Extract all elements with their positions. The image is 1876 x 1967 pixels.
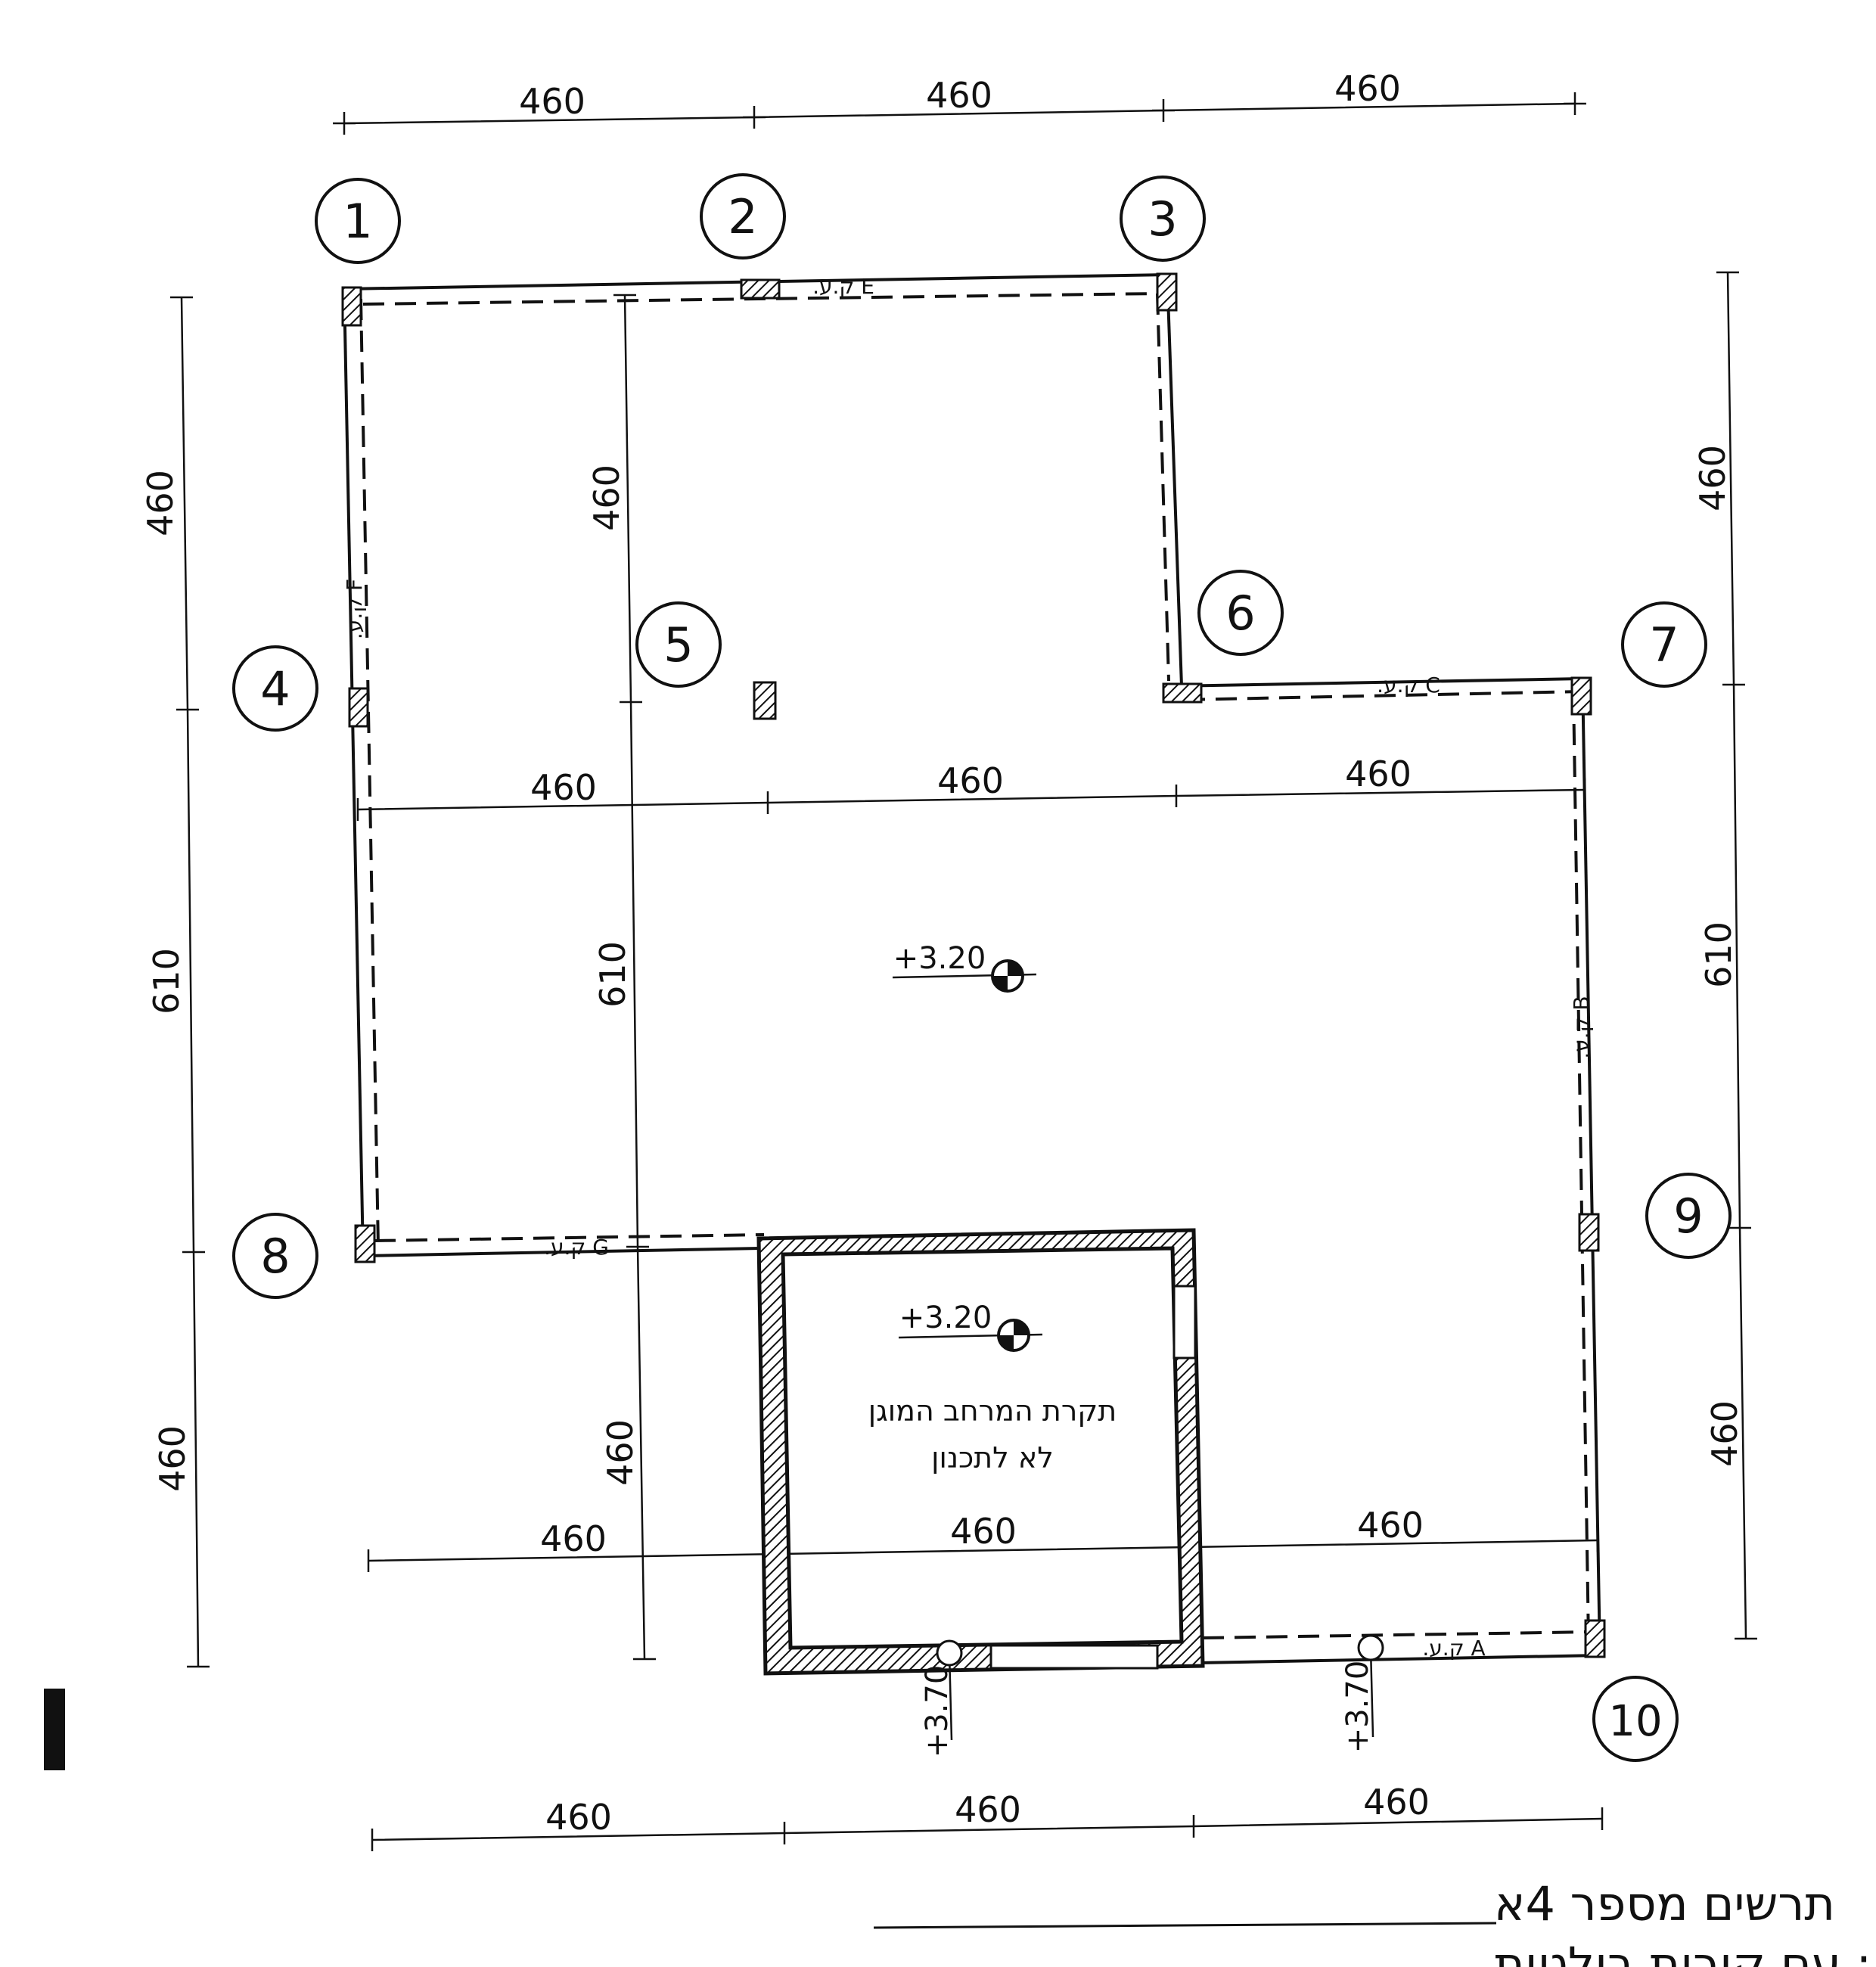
svg-text:7: 7 (1649, 617, 1679, 673)
svg-text:3: 3 (1148, 191, 1177, 247)
margin-mark (44, 1689, 65, 1770)
dim-top-2: 460 (926, 75, 992, 116)
dim-middle-3: 460 (1345, 754, 1412, 794)
title-line1: תרשים מספר 4א (1494, 1876, 1835, 1931)
column-2 (740, 278, 781, 300)
grid-marker-8: 8 (232, 1213, 318, 1299)
column-7 (1570, 676, 1592, 716)
dim-bottom-3: 460 (1363, 1782, 1430, 1823)
svg-text:+3.20: +3.20 (899, 1300, 992, 1335)
top-dimension-chain: 460 460 460 (333, 68, 1586, 135)
bottom-dimension-chain: 460 460 460 (371, 1782, 1604, 1851)
dim-left-outer-2: 610 (146, 948, 187, 1015)
elevation-bottom-right: +3.70 (1340, 1634, 1384, 1754)
title-line2: חלופה א: עם קורות בולטות (1494, 1937, 1876, 1967)
beam-label-e: E ק.ע. (812, 274, 874, 299)
elevation-shelter: +3.20 (898, 1300, 1043, 1352)
grid-marker-2: 2 (700, 173, 786, 259)
svg-text:6: 6 (1225, 586, 1255, 641)
dim-left-inner-2: 610 (592, 941, 633, 1008)
svg-text:9: 9 (1673, 1189, 1703, 1244)
column-3 (1156, 272, 1178, 312)
elevation-main: +3.20 (892, 941, 1037, 993)
dim-left-inner-3: 460 (600, 1419, 641, 1486)
grid-marker-3: 3 (1120, 176, 1206, 262)
beam-label-g: G ק.ע. (544, 1235, 609, 1260)
svg-text:8: 8 (260, 1229, 290, 1284)
column-10 (1584, 1619, 1606, 1658)
grid-marker-9: 9 (1645, 1173, 1732, 1259)
column-6 (1162, 682, 1203, 704)
right-dimension-chain: 460 610 460 (1692, 271, 1757, 1640)
dim-right-3: 460 (1704, 1400, 1745, 1467)
dim-top-3: 460 (1334, 68, 1401, 109)
svg-text:4: 4 (260, 661, 290, 716)
beam-label-b: B ק.ע. (1569, 996, 1594, 1058)
elevation-bottom-left: +3.70 (920, 1639, 963, 1758)
svg-text:+3.70: +3.70 (920, 1665, 955, 1758)
left-inner-dimension-chain: 460 610 460 (586, 294, 656, 1661)
column-4 (348, 687, 369, 728)
dim-middle-2: 460 (937, 760, 1004, 801)
left-outer-dimension-chain: 460 610 460 (140, 296, 210, 1668)
dim-middle-1: 460 (530, 767, 597, 808)
shelter-note-line1: תקרת המרחב המוגן (868, 1394, 1117, 1428)
column-8 (354, 1224, 376, 1263)
dim-left-outer-1: 460 (140, 470, 181, 536)
dim-lower-3: 460 (1357, 1505, 1424, 1546)
svg-text:10: 10 (1608, 1697, 1662, 1746)
svg-text:2: 2 (728, 189, 757, 244)
grid-markers: 1 2 3 4 5 6 7 8 (232, 173, 1732, 1762)
dim-bottom-2: 460 (955, 1789, 1021, 1830)
grid-marker-7: 7 (1621, 601, 1707, 688)
dim-right-2: 610 (1698, 921, 1739, 988)
grid-marker-5: 5 (635, 601, 722, 688)
dim-left-inner-1: 460 (586, 465, 627, 531)
dim-lower-1: 460 (540, 1518, 607, 1559)
columns (341, 272, 1606, 1658)
grid-marker-10: 10 (1592, 1676, 1679, 1762)
column-1 (341, 286, 362, 327)
shelter-note-line2: לא לתכנון (931, 1441, 1054, 1474)
beam-label-a: A ק.ע. (1422, 1636, 1485, 1661)
grid-marker-4: 4 (232, 645, 318, 732)
dim-bottom-1: 460 (545, 1797, 612, 1838)
column-9 (1578, 1213, 1600, 1252)
svg-text:1: 1 (343, 194, 372, 249)
lower-dimension-chain: 460 460 460 (367, 1505, 1599, 1572)
dim-left-outer-3: 460 (152, 1425, 193, 1492)
beam-labels: E ק.ע. C ק.ע. G ק.ע. A ק.ע. F ק.ע. B ק.ע… (342, 274, 1594, 1661)
middle-dimension-chain: 460 460 460 (356, 754, 1586, 821)
dim-right-1: 460 (1692, 445, 1733, 511)
svg-text:+3.70: +3.70 (1340, 1661, 1375, 1754)
protected-space (756, 1228, 1205, 1676)
svg-text:+3.20: +3.20 (893, 941, 986, 976)
beam-label-c: C ק.ע. (1377, 673, 1440, 698)
grid-marker-1: 1 (315, 178, 401, 264)
dim-lower-2: 460 (950, 1511, 1017, 1552)
dim-top-1: 460 (519, 81, 585, 122)
beam-label-f: F ק.ע. (342, 579, 367, 639)
column-5 (753, 681, 777, 720)
svg-text:5: 5 (663, 617, 693, 673)
drawing-title: תרשים מספר 4א חלופה א: עם קורות בולטות (873, 1876, 1876, 1967)
grid-marker-6: 6 (1197, 570, 1284, 656)
